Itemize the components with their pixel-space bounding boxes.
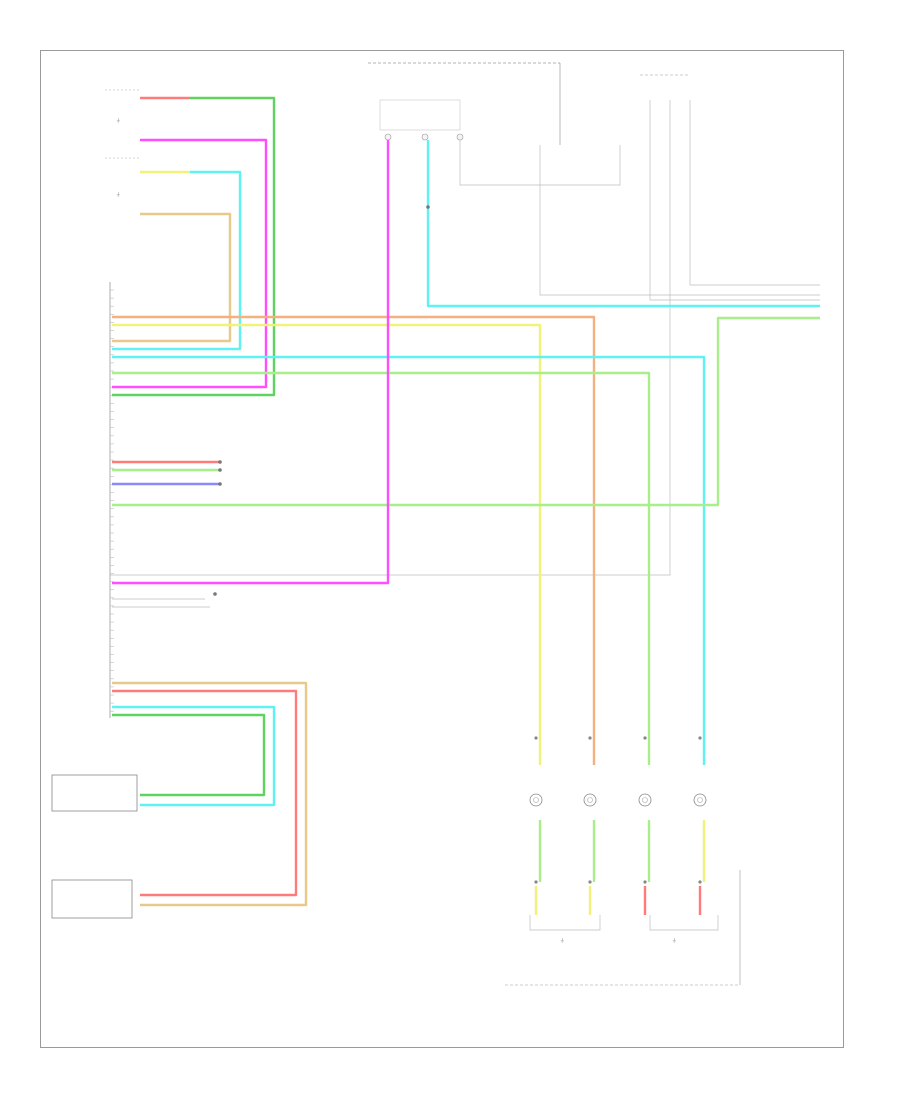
channel-pin-dot-low (698, 880, 702, 884)
group-bracket-1 (529, 915, 601, 931)
stub-dot-2 (218, 468, 222, 472)
sensor-box-d (51, 879, 133, 919)
wire-cyan-bottom (112, 705, 276, 807)
fuse-box (110, 74, 820, 576)
connector-pin-ticks (110, 289, 114, 712)
bottom-right-sensors: ⏚ ⏚ (505, 700, 741, 986)
wire-cyan-long (112, 355, 706, 700)
channel-pin-dot (534, 736, 538, 740)
channel-pin-dot (643, 736, 647, 740)
wire-magenta-a (112, 138, 268, 389)
channel-pin-dot-low (534, 880, 538, 884)
wire-cyan-top (426, 140, 820, 308)
group-bracket-2 (649, 915, 719, 931)
wire-orange-long (112, 315, 596, 700)
sensor-icon (529, 793, 543, 807)
wires (112, 96, 820, 907)
sensor-b-symbol: ⏚ (116, 191, 121, 197)
wire-cyan-b (112, 170, 242, 351)
wire-tan-bottom (112, 681, 308, 907)
sensor-icon (693, 793, 707, 807)
wire-green-a (112, 96, 276, 397)
channel-pin-dot-low (588, 880, 592, 884)
group-gnd-2: ⏚ (672, 937, 677, 943)
sensor-channels (529, 700, 707, 915)
sensor-icon-core (533, 797, 539, 803)
channel-pin-dot (698, 736, 702, 740)
sensor-icon-core (697, 797, 703, 803)
main-connector (109, 282, 114, 718)
group-gnd-1: ⏚ (560, 937, 565, 943)
top-left-sensors: ⏚ ⏚ (105, 89, 140, 197)
splice-dot (426, 205, 430, 209)
top-module-pin-2 (421, 133, 429, 141)
ground-dot (213, 592, 217, 596)
diagram-border (40, 50, 844, 1048)
wire-tan-b (112, 212, 232, 343)
top-module-pin-3 (456, 133, 464, 141)
sensor-icon-core (587, 797, 593, 803)
stub-dot-1 (218, 460, 222, 464)
top-module (368, 62, 820, 296)
sensor-icon (583, 793, 597, 807)
wire-lightgreen-long (112, 371, 651, 700)
sensor-a-symbol: ⏚ (116, 117, 121, 123)
sensor-box-c (51, 774, 138, 812)
top-module-pin-1 (384, 133, 392, 141)
channel-pin-dot-low (643, 880, 647, 884)
wire-green-bottom (112, 713, 266, 797)
stub-dot-3 (218, 482, 222, 486)
channel-pin-dot (588, 736, 592, 740)
sensor-icon (638, 793, 652, 807)
wire-red-bottom (112, 689, 298, 897)
wire-magenta-top (112, 140, 390, 585)
wire-yellow-long (112, 323, 542, 700)
bottom-left-sensors (51, 774, 138, 919)
sensor-icon-core (642, 797, 648, 803)
wire-green-mid (112, 316, 820, 507)
